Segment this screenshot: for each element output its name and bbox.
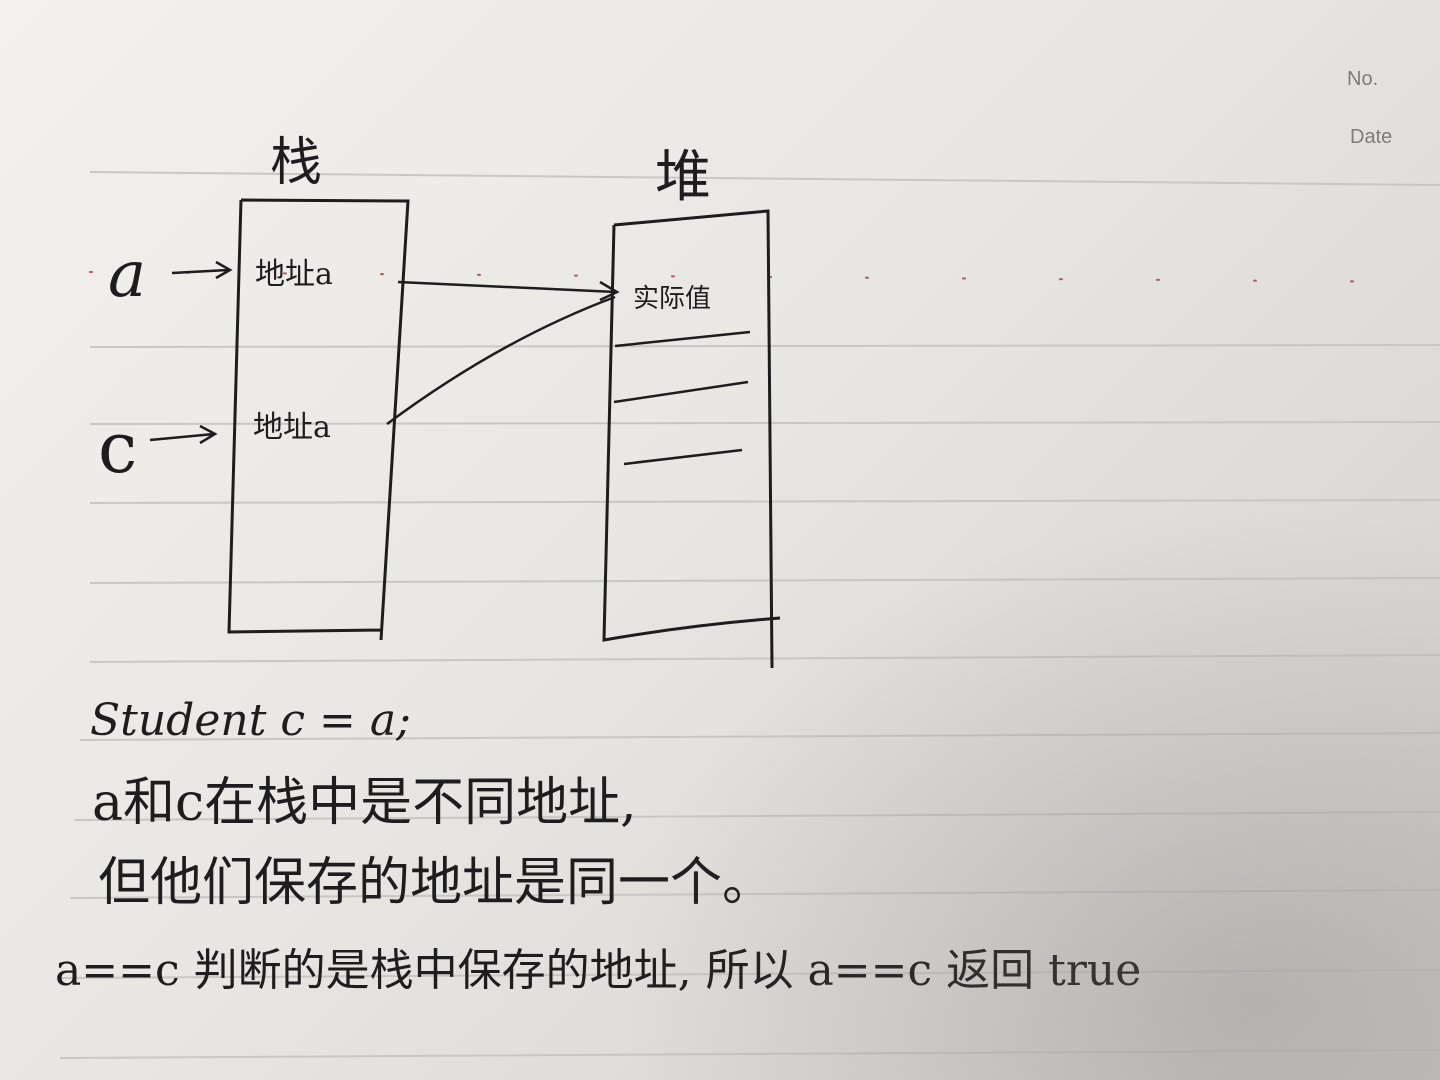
heap-dividers (613, 330, 751, 466)
note-line-1: Student c = a; (90, 695, 411, 746)
stack-box (227, 198, 410, 641)
var-a-label: a (108, 238, 146, 312)
var-c-label: c (98, 407, 137, 489)
note-line-2: a和c在栈中是不同地址, (92, 773, 637, 833)
no-label: No. (1347, 68, 1379, 90)
pointer-arrow-1 (397, 280, 620, 302)
stack-title: 栈 (270, 133, 322, 193)
arrow-c-to-stack (149, 424, 218, 445)
stack-cell-1-text: 地址a (255, 257, 333, 292)
pointer-arrow-2 (386, 295, 616, 426)
date-label: Date (1350, 126, 1393, 148)
note-line-3: 但他们保存的地址是同一个。 (98, 853, 774, 913)
arrow-a-to-stack (171, 260, 233, 280)
note-line-4: a==c 判断的是栈中保存的地址, 所以 a==c 返回 true (55, 945, 1141, 996)
heap-title: 堆 (655, 145, 711, 210)
stack-cell-2-text: 地址a (253, 410, 331, 445)
heap-box (602, 209, 781, 669)
heap-cell-text: 实际值 (633, 284, 711, 314)
ruled-lines (59, 171, 1440, 1059)
